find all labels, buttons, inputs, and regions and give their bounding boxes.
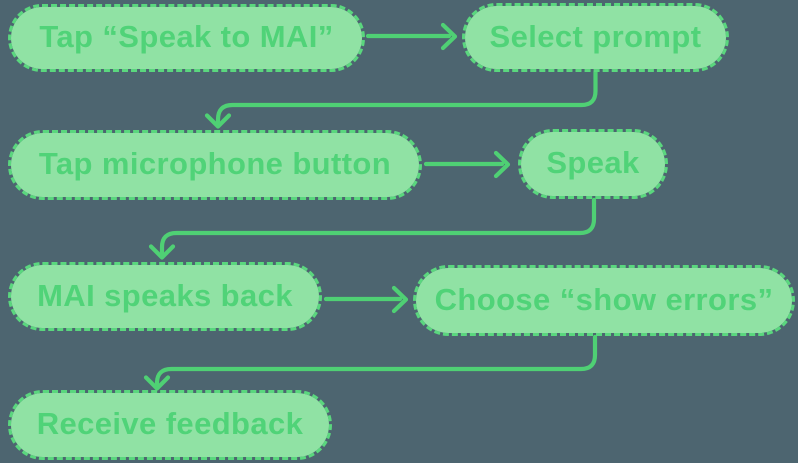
edge-choose-show-errors-to-receive-feedback: [143, 334, 598, 391]
node-label: Receive feedback: [36, 406, 304, 441]
edge-select-prompt-to-tap-microphone-button: [204, 69, 598, 129]
node-receive-feedback: Receive feedback: [8, 390, 332, 460]
node-label: Tap microphone button: [38, 146, 392, 181]
node-label: Select prompt: [489, 18, 702, 54]
arrowhead-down-icon: [204, 113, 232, 129]
node-label: Tap “Speak to MAI”: [39, 19, 334, 54]
edge-tap-microphone-button-to-speak: [423, 150, 511, 179]
arrowhead-right-icon: [391, 285, 409, 314]
node-select-prompt: Select prompt: [462, 3, 729, 72]
node-mai-speaks-back: MAI speaks back: [8, 262, 322, 331]
arrowhead-down-icon: [143, 375, 171, 391]
edge-speak-to-mai-speaks-back: [148, 197, 597, 260]
node-label: MAI speaks back: [37, 277, 293, 313]
node-tap-microphone-button: Tap microphone button: [8, 130, 422, 200]
arrowhead-right-icon: [440, 22, 458, 51]
arrowhead-down-icon: [148, 244, 176, 260]
node-speak: Speak: [518, 129, 668, 199]
node-label: Choose “show errors”: [434, 281, 774, 317]
edge-tap-speak-to-mai-to-select-prompt: [365, 22, 458, 51]
arrowhead-right-icon: [493, 150, 511, 179]
node-choose-show-errors: Choose “show errors”: [413, 265, 795, 336]
node-tap-speak-to-mai: Tap “Speak to MAI”: [8, 4, 365, 72]
edge-mai-speaks-back-to-choose-show-errors: [323, 285, 409, 314]
node-label: Speak: [546, 145, 640, 180]
